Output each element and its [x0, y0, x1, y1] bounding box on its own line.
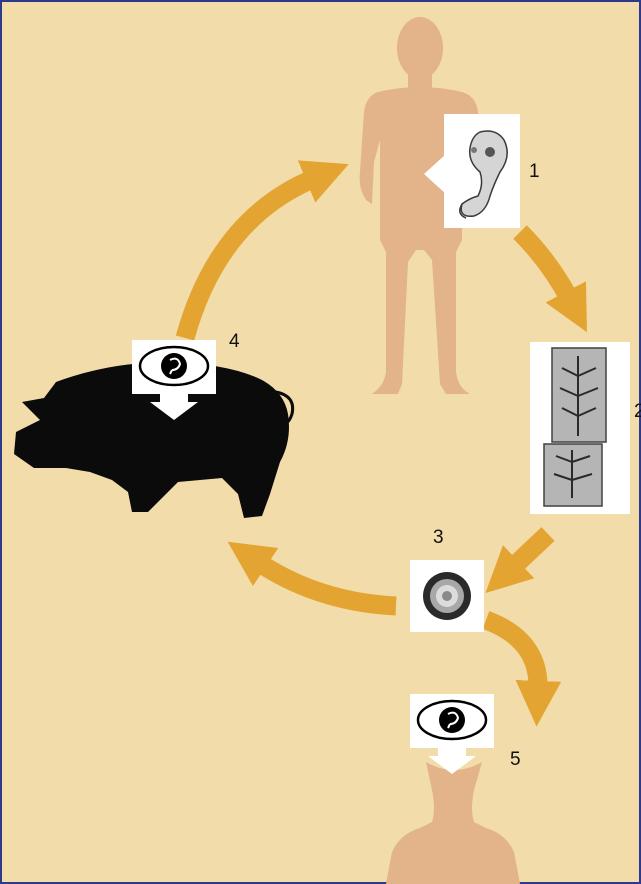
- ingested-egg-eye-icon: [418, 701, 486, 739]
- step-4-label: 4: [229, 331, 240, 352]
- step-5-label: 5: [510, 749, 521, 770]
- step-1-label: 1: [529, 161, 540, 182]
- step-3-label: 3: [433, 527, 444, 548]
- step-2-label: 2: [634, 401, 641, 422]
- egg-icon: [423, 572, 471, 620]
- step-2-panel: 2: [530, 342, 641, 514]
- ingested-egg-eye-icon: [140, 347, 208, 385]
- proglottid-segment-icon: [544, 348, 606, 506]
